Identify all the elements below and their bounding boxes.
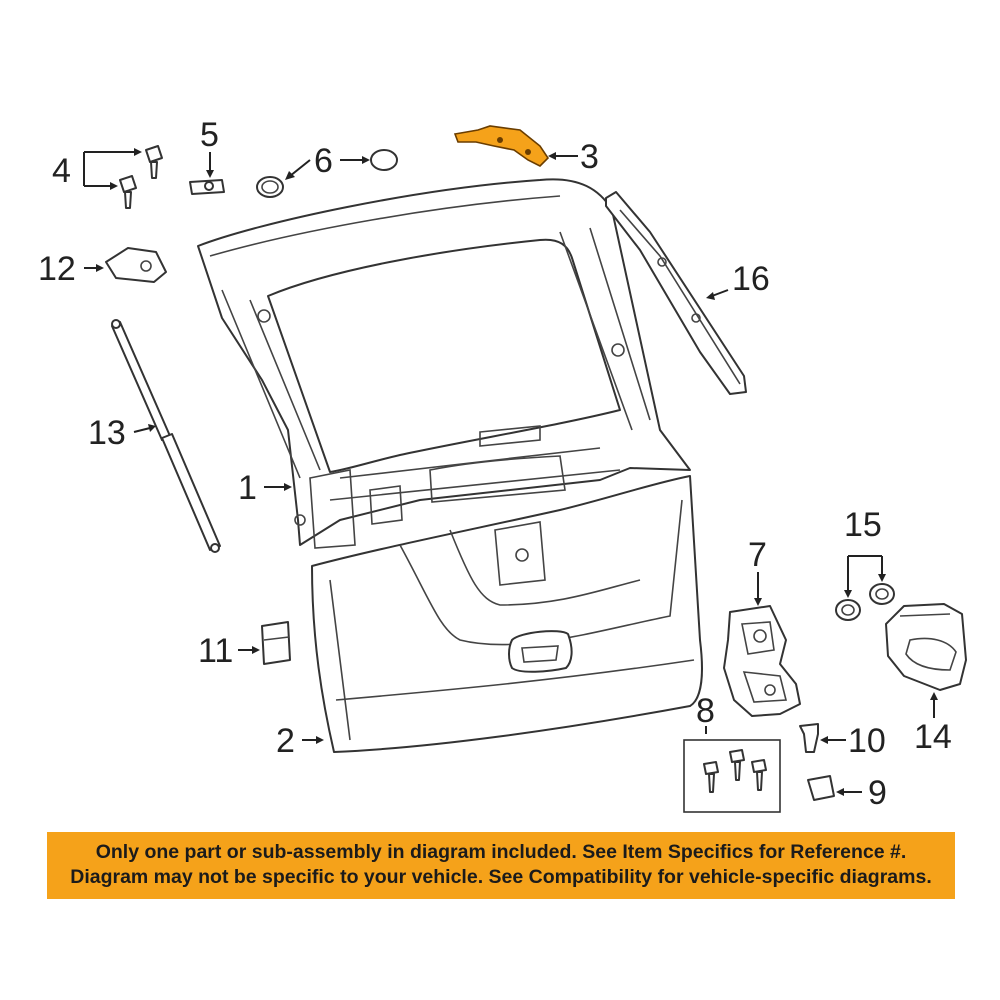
part-14-housing [885,603,967,691]
disclaimer-banner: Only one part or sub-assembly in diagram… [47,832,955,899]
leader-lines [83,148,938,796]
part-liftgate-inner-panel [197,178,691,549]
callout-14: 14 [914,718,952,756]
callout-1: 1 [238,469,257,507]
callout-12: 12 [38,250,76,288]
part-6-plugs [256,149,398,198]
callout-10: 10 [848,722,886,760]
callout-2: 2 [276,722,295,760]
callout-11: 11 [198,632,233,670]
part-3-bracket-highlighted [453,125,550,167]
callout-6: 6 [314,142,333,180]
callout-8: 8 [696,692,715,730]
callout-9: 9 [868,774,887,812]
part-12-hinge [105,247,167,283]
callout-3: 3 [580,138,599,176]
part-15-grommets [835,583,895,621]
part-4-bolts [119,145,163,209]
part-8-screws [683,739,781,813]
disclaimer-line-1: Only one part or sub-assembly in diagram… [95,841,907,863]
callout-13: 13 [88,414,126,452]
part-16-garnish [605,191,747,395]
callout-4: 4 [52,152,71,190]
callout-16: 16 [732,260,770,298]
part-11-bumper [261,621,291,665]
callout-numbers: 1 2 3 4 5 6 7 8 9 10 11 12 13 14 15 16 [38,116,952,812]
callout-15: 15 [844,506,882,544]
part-liftgate-outer-panel [311,475,703,753]
part-5-clip [189,179,225,195]
part-7-latch [723,605,801,717]
part-13-lift-strut [111,319,221,553]
disclaimer-line-2: Diagram may not be specific to your vehi… [70,866,932,888]
callout-5: 5 [200,116,219,154]
part-10-retainer [799,723,819,753]
callout-7: 7 [748,536,767,574]
part-9-bracket [807,775,835,801]
